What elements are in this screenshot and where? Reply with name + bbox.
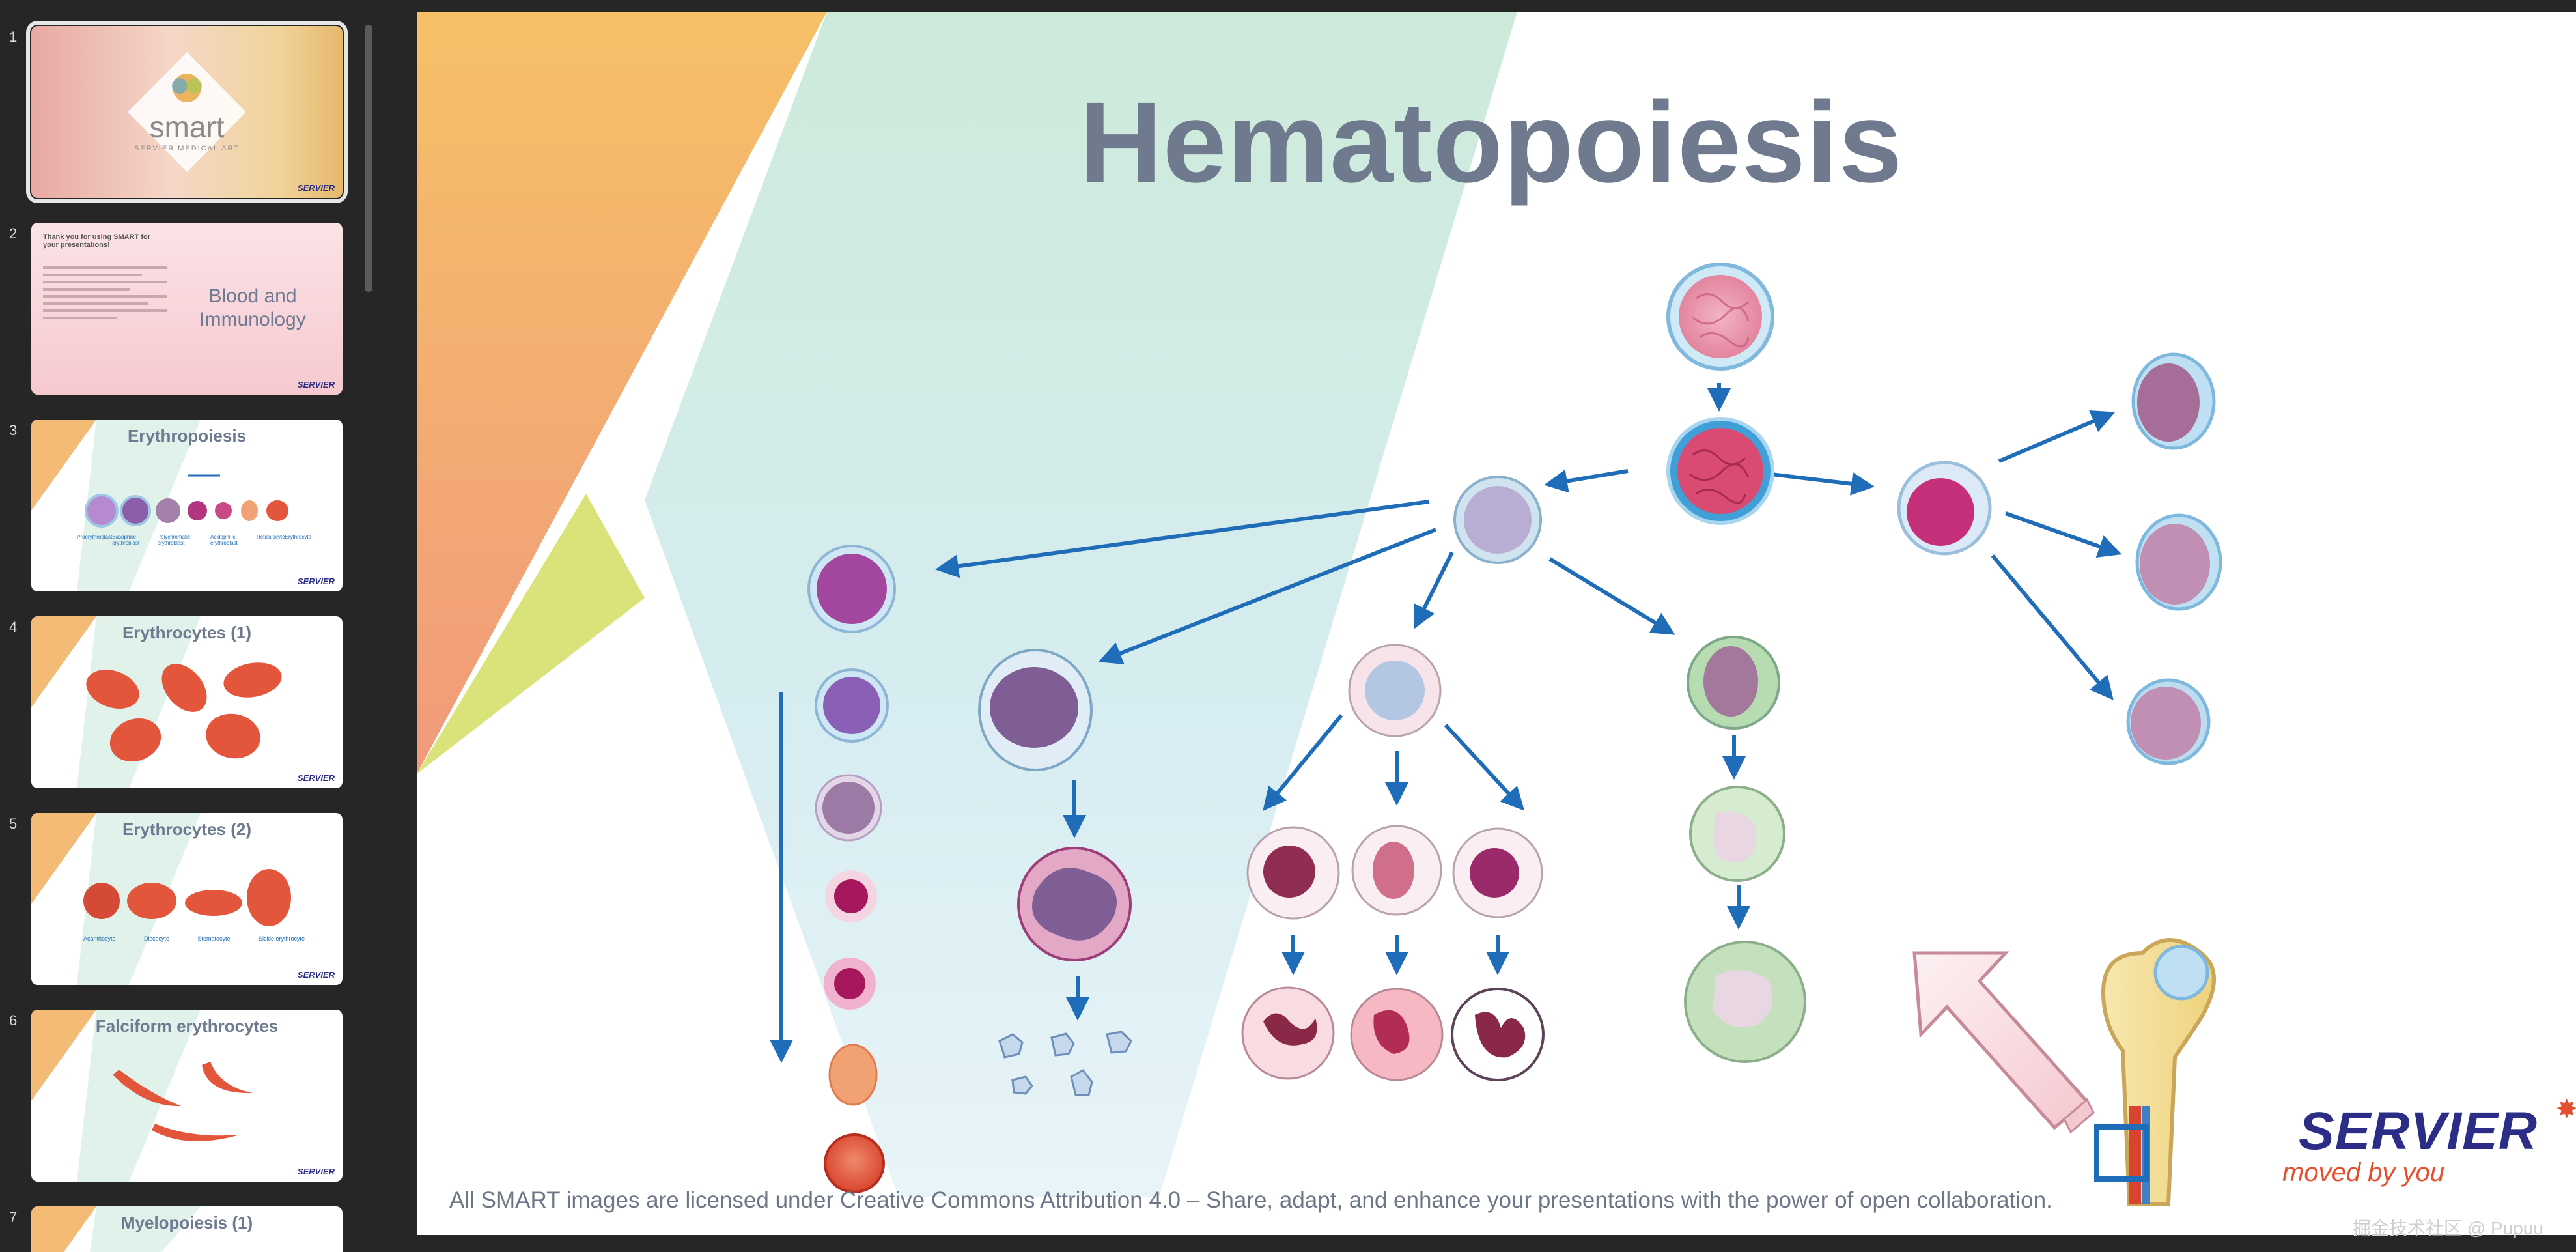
watermark: 掘金技术社区 @ Pupuu xyxy=(2353,1218,2543,1238)
servier-footer-logo: SERVIER xyxy=(297,576,335,586)
thumbnail-title: Erythrocytes (1) xyxy=(122,623,251,642)
bone-marrow-icon xyxy=(2094,938,2216,1206)
cell-label: Sickle erythrocyte xyxy=(258,935,305,942)
servier-tagline: moved by you xyxy=(2282,1158,2445,1187)
servier-logo-text: SERVIER xyxy=(2299,1102,2538,1161)
thumbnail-number: 3 xyxy=(9,422,18,438)
servier-logo: SERVIER moved by you ✸ xyxy=(2282,1095,2576,1192)
cell-label: Discocyte xyxy=(143,935,169,942)
cell-label: Basophilic erythroblast xyxy=(112,534,140,546)
cell-label: Polychromatic erythroblast xyxy=(157,534,190,546)
thumbnail-cell-labels: Proerythroblast Basophilic erythroblast … xyxy=(77,534,311,546)
thumbnail-title: Myelopoiesis (1) xyxy=(120,1213,253,1232)
slide-thumbnail-1[interactable]: smart SERVIER MEDICAL ART SERVIER xyxy=(26,21,348,203)
thumbnail-number: 5 xyxy=(9,816,18,832)
servier-footer-logo: SERVIER xyxy=(297,970,335,980)
background-orange-shape xyxy=(417,12,827,774)
thumbnail-cell-labels: Acanthocyte Discocyte Stomatocyte Sickle… xyxy=(83,935,305,942)
thumbnail-title: Erythropoiesis xyxy=(127,426,247,446)
platelets xyxy=(998,1031,1132,1096)
smart-logo-subtext: SERVIER MEDICAL ART xyxy=(134,145,240,152)
cell-label: Acidophilic erythroblast xyxy=(210,534,238,546)
cell-label: Stomatocyte xyxy=(197,935,231,942)
thumbnail-lines xyxy=(43,262,167,324)
thumbnail-title: Erythrocytes (2) xyxy=(122,819,251,839)
servier-footer-logo: SERVIER xyxy=(297,183,335,193)
thumbnail-title: Falciform erythrocytes xyxy=(95,1016,279,1036)
thumbnail-number: 4 xyxy=(9,619,18,635)
thumbnail-intro-text: Thank you for using SMART for your prese… xyxy=(43,233,150,249)
thumbnail-scrollbar[interactable] xyxy=(365,25,372,292)
bone-marrow-arrow xyxy=(1912,951,2095,1134)
differentiation-arrows xyxy=(770,383,2122,1063)
license-text[interactable]: All SMART images are licensed under Crea… xyxy=(449,1188,2052,1213)
cell-label: Erythrocyte xyxy=(285,534,311,540)
slide-title[interactable]: Hematopoiesis xyxy=(1079,79,1903,206)
hematopoiesis-diagram xyxy=(417,12,2222,1206)
slide-thumbnail-3[interactable]: Erythropoiesis Proerythroblast Basophili… xyxy=(31,420,343,591)
slide-thumbnail-2[interactable]: Thank you for using SMART for your prese… xyxy=(31,223,343,395)
servier-footer-logo: SERVIER xyxy=(297,773,335,783)
thumbnail-title: Blood and Immunology xyxy=(199,285,306,330)
thumbnail-number: 1 xyxy=(9,29,18,45)
slide-thumbnail-panel: 1 smart SERVIER MEDICAL ART SERVIER 2 Th… xyxy=(0,0,384,1252)
cell-label: Reticulocyte xyxy=(256,534,285,540)
servier-footer-logo: SERVIER xyxy=(297,1167,335,1176)
thumbnail-number: 6 xyxy=(9,1012,18,1029)
slide-editing-area: Hematopoiesis All SMART images are licen… xyxy=(384,0,2576,1252)
slide-thumbnail-5[interactable]: Erythrocytes (2) Acanthocyte Discocyte S… xyxy=(31,813,343,985)
background-lime-shape xyxy=(417,494,645,774)
servier-star-icon: ✸ xyxy=(2556,1095,2576,1124)
thumbnail-number: 2 xyxy=(9,225,18,242)
cell-label: Proerythroblast xyxy=(77,534,113,540)
slide-thumbnail-7[interactable]: Myelopoiesis (1) xyxy=(31,1206,343,1252)
slide-thumbnail-6[interactable]: Falciform erythrocytes SERVIER xyxy=(31,1010,343,1182)
slide-thumbnail-4[interactable]: Erythrocytes (1) SERVIER xyxy=(31,616,343,788)
smart-logo-text: smart xyxy=(149,110,225,144)
cell-label: Acanthocyte xyxy=(83,935,116,942)
current-slide[interactable]: Hematopoiesis All SMART images are licen… xyxy=(417,12,2576,1235)
smart-logo-thumbnail xyxy=(128,52,246,172)
thumbnail-number: 7 xyxy=(9,1209,18,1225)
servier-footer-logo: SERVIER xyxy=(297,380,335,390)
